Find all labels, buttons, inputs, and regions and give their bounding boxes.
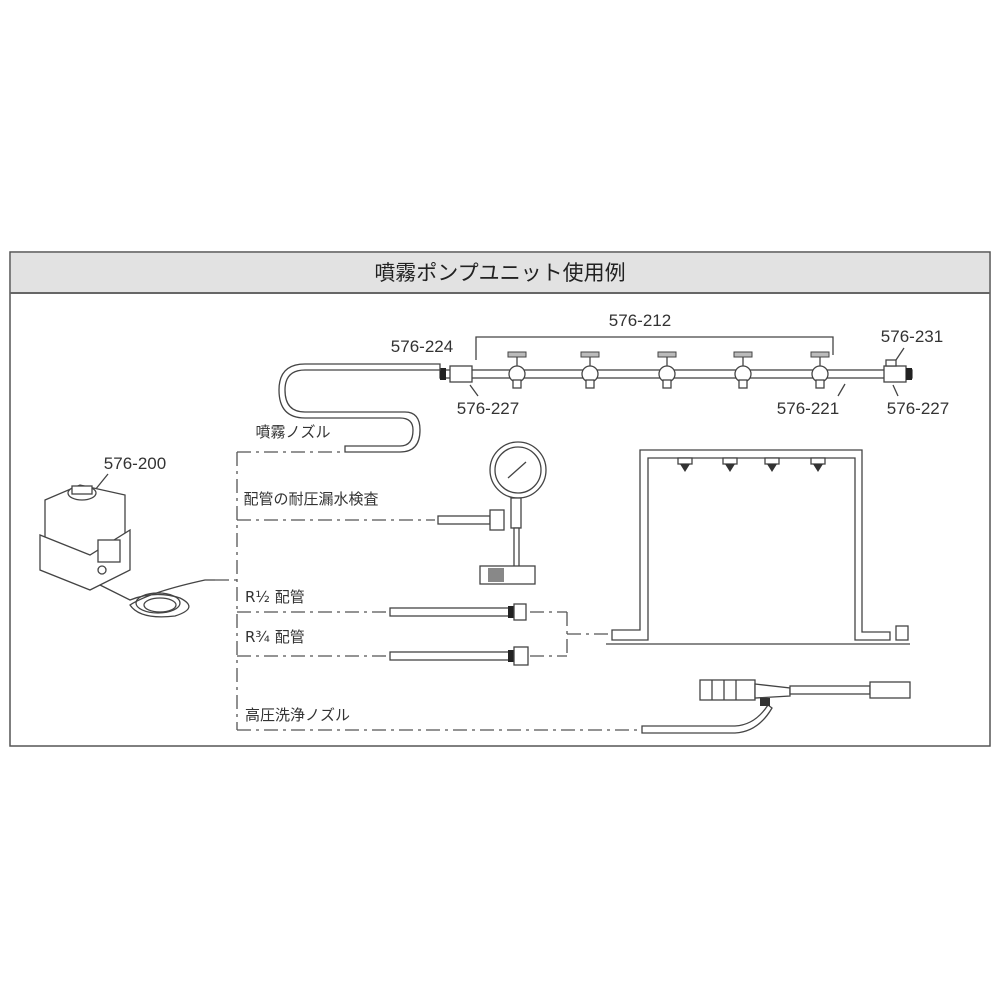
label-576-221: 576-221 (777, 399, 839, 418)
label-576-200: 576-200 (104, 454, 166, 473)
valve-icon (580, 351, 600, 389)
mist-nozzle-icon (764, 457, 780, 472)
mist-hose (278, 363, 441, 453)
r-half-pipe-illustration (389, 603, 527, 621)
label-pressure-test: 配管の耐圧漏水検査 (243, 490, 378, 508)
mist-nozzle-icon (810, 457, 826, 472)
valve-icon (733, 351, 753, 389)
header-bracket (475, 336, 834, 360)
routing-lines (215, 451, 640, 731)
label-r-half-pipe: R½ 配管 (245, 588, 305, 606)
valves (507, 351, 830, 389)
label-576-227-right: 576-227 (887, 399, 949, 418)
label-576-231: 576-231 (881, 327, 943, 346)
header-pipe (439, 347, 913, 397)
r-threequarter-pipe-illustration (389, 646, 529, 666)
diagram-frame (9, 251, 991, 747)
label-mist-nozzle: 噴霧ノズル (255, 423, 330, 441)
mist-nozzle-icon (677, 457, 693, 472)
label-high-pressure-nozzle: 高圧洗浄ノズル (245, 706, 350, 724)
pressure-gauge-illustration (437, 441, 547, 585)
high-pressure-nozzle-illustration (641, 679, 911, 734)
pump-unit-illustration (39, 473, 215, 618)
valve-icon (810, 351, 830, 389)
label-576-224: 576-224 (391, 337, 453, 356)
label-576-212: 576-212 (609, 311, 671, 330)
piping-frame-illustration (606, 449, 910, 645)
mist-nozzle-icon (722, 457, 738, 472)
label-576-227-left: 576-227 (457, 399, 519, 418)
title-bar (11, 253, 989, 293)
label-r-threequarter-pipe: R¾ 配管 (245, 628, 305, 646)
diagram-title: 噴霧ポンプユニット使用例 (374, 261, 625, 285)
valve-icon (657, 351, 677, 389)
valve-icon (507, 351, 527, 389)
